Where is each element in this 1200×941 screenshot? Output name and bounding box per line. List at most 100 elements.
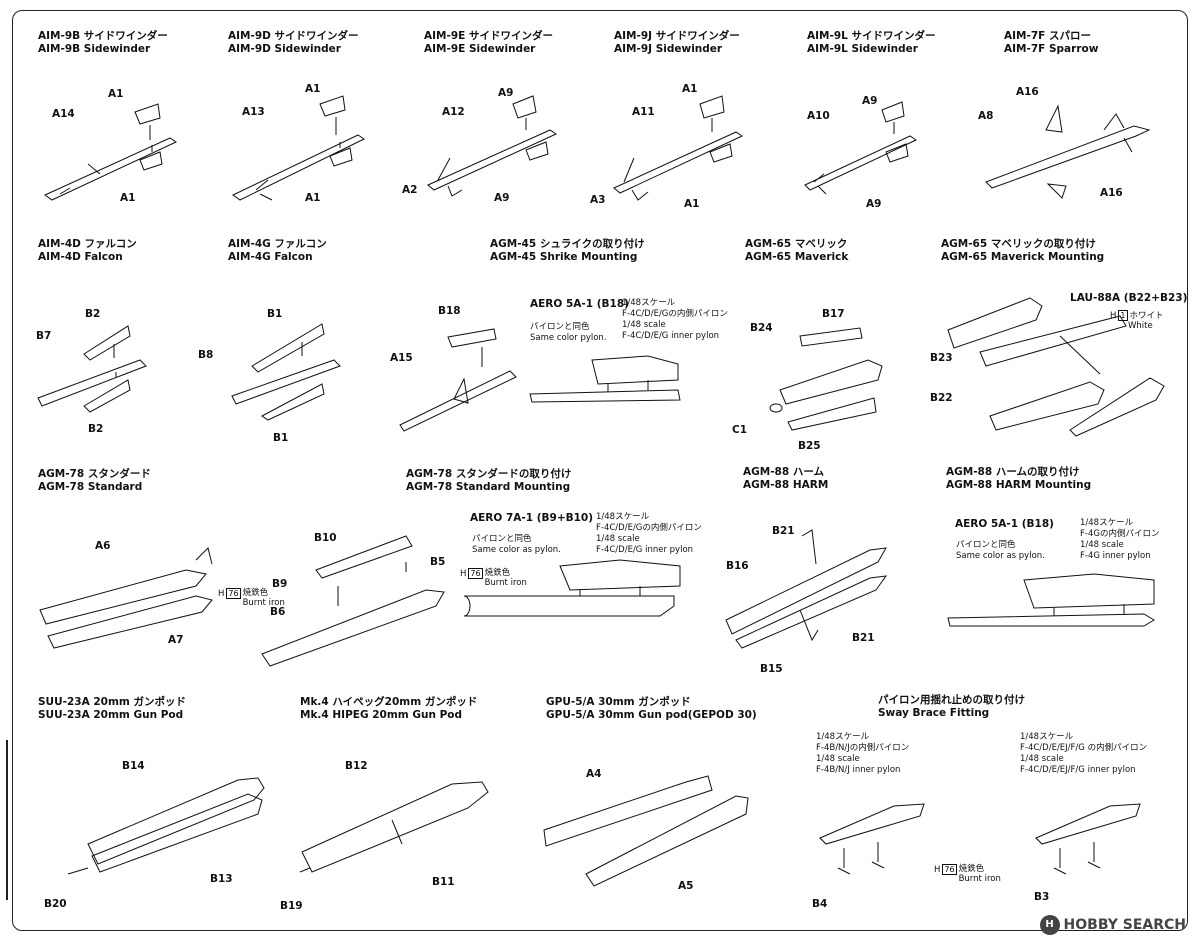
part-label: B5 (430, 556, 446, 568)
part-label: C1 (732, 424, 748, 436)
part-label: A12 (442, 106, 465, 118)
pylon-name-aero7a1: AERO 7A-1 (B9+B10) (470, 512, 594, 524)
aim9e-diagram (427, 95, 558, 197)
margin-bar (6, 740, 8, 900)
part-label: B12 (345, 760, 368, 772)
part-label: B7 (36, 330, 52, 342)
part-label: A6 (95, 540, 111, 552)
part-label: A1 (682, 83, 698, 95)
part-label: B17 (822, 308, 845, 320)
agm78-pylon-diagram (463, 559, 681, 617)
part-label: A8 (978, 110, 994, 122)
part-label: A1 (305, 192, 321, 204)
part-label: B10 (314, 532, 337, 544)
aim9l-diagram (804, 101, 918, 195)
part-label: A1 (305, 83, 321, 95)
part-label: A7 (168, 634, 184, 646)
part-label: B14 (122, 760, 145, 772)
part-label: A4 (586, 768, 602, 780)
part-label: A16 (1100, 187, 1123, 199)
part-label: B6 (270, 606, 286, 618)
mk4-diagram (299, 781, 489, 873)
part-label: A9 (498, 87, 514, 99)
pylon-name-aero5a1: AERO 5A-1 (B18) (530, 298, 629, 310)
part-label: A5 (678, 880, 694, 892)
part-label: B15 (760, 663, 783, 675)
part-label: A15 (390, 352, 413, 364)
part-label: A3 (590, 194, 606, 206)
gpu5-diagram (543, 775, 749, 887)
part-label: B20 (44, 898, 67, 910)
part-label: A11 (632, 106, 655, 118)
aim4g-diagram (231, 323, 341, 421)
part-label: B1 (273, 432, 289, 444)
part-label: A10 (807, 110, 830, 122)
aim9j-diagram (613, 95, 744, 201)
part-label: B23 (930, 352, 953, 364)
part-label: A9 (866, 198, 882, 210)
agm88-mounting-diagram (947, 573, 1155, 627)
sway-right-diagram (1035, 803, 1141, 875)
part-label: B19 (280, 900, 303, 912)
part-label: B8 (198, 349, 214, 361)
part-label: A14 (52, 108, 75, 120)
part-label: B21 (852, 632, 875, 644)
part-label: A1 (120, 192, 136, 204)
pylon-name-aero5a1: AERO 5A-1 (B18) (955, 518, 1054, 530)
suu23-diagram (67, 777, 265, 875)
agm45-pylon-diagram (529, 355, 681, 403)
part-label: B13 (210, 873, 233, 885)
part-label: B4 (812, 898, 828, 910)
part-label: A9 (494, 192, 510, 204)
part-label: A16 (1016, 86, 1039, 98)
part-label: B3 (1034, 891, 1050, 903)
pylon-name-lau88a: LAU-88A (B22+B23) (1070, 292, 1188, 304)
part-label: B2 (85, 308, 101, 320)
aim9b-diagram (44, 103, 178, 201)
part-label: B9 (272, 578, 288, 590)
aim7f-diagram (985, 104, 1151, 199)
hobby-search-watermark: H HOBBY SEARCH (1039, 915, 1186, 935)
agm65-mounting-diagram (947, 297, 1165, 437)
part-label: B11 (432, 876, 455, 888)
part-label: B2 (88, 423, 104, 435)
part-label: A1 (684, 198, 700, 210)
part-label: A13 (242, 106, 265, 118)
agm65-diagram (769, 327, 883, 431)
part-label: B1 (267, 308, 283, 320)
aim4d-diagram (37, 325, 147, 413)
part-label: A9 (862, 95, 878, 107)
part-label: B25 (798, 440, 821, 452)
agm78-mounting-diagram (261, 535, 445, 667)
part-label: B24 (750, 322, 773, 334)
agm45-diagram (399, 328, 517, 432)
part-label: B18 (438, 305, 461, 317)
part-label: B21 (772, 525, 795, 537)
instruction-sheet-frame (12, 10, 1188, 931)
part-label: A1 (108, 88, 124, 100)
